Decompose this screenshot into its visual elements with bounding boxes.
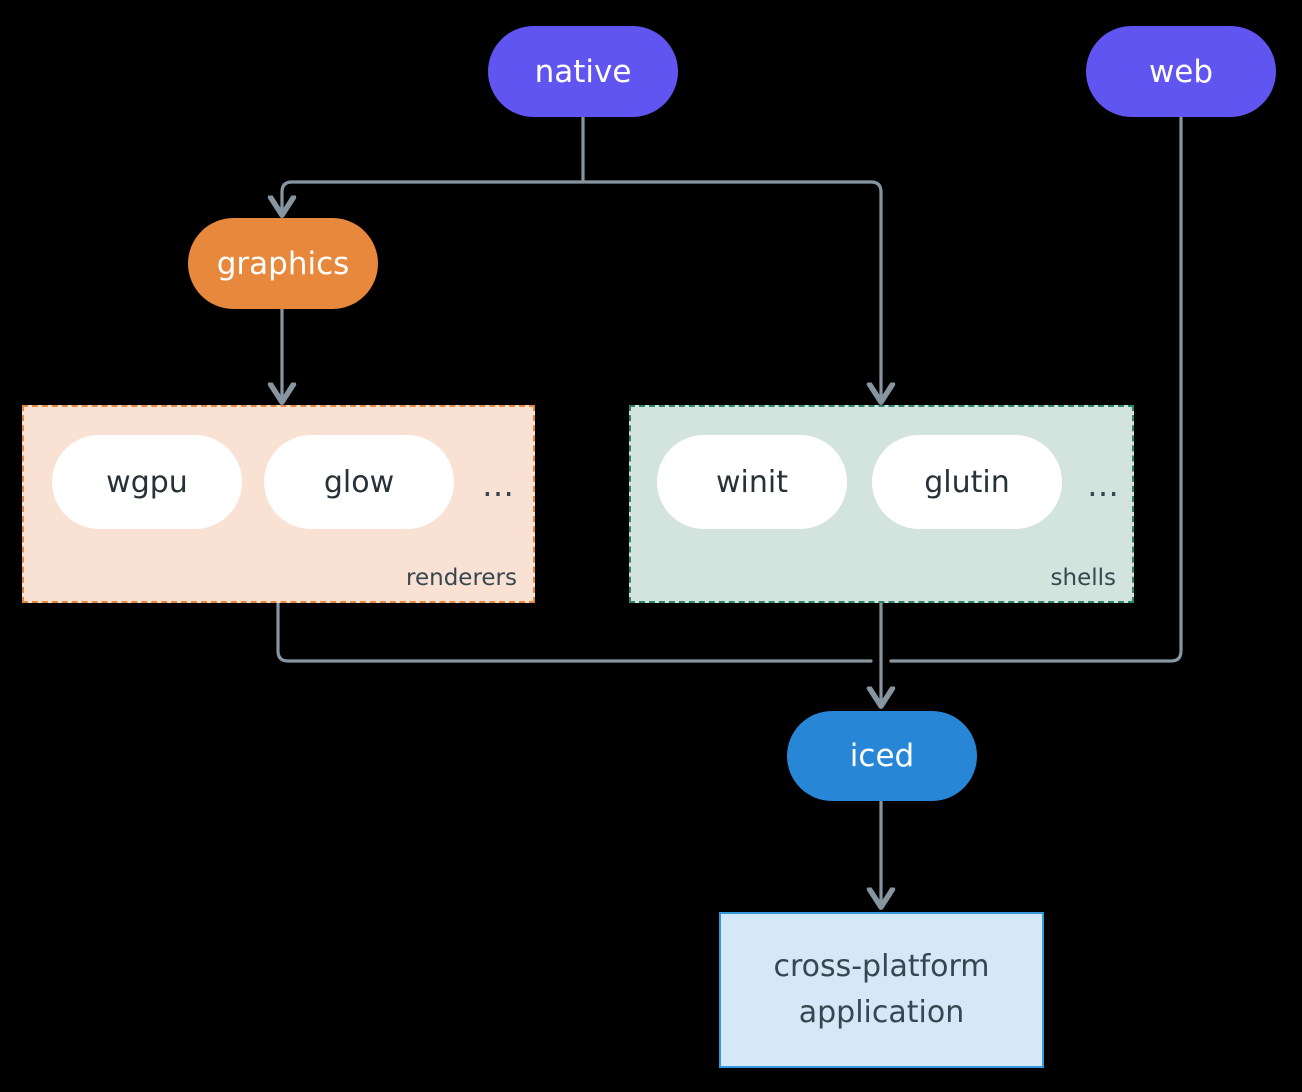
node-native-label: native bbox=[534, 53, 632, 90]
shell-item-winit[interactable]: winit bbox=[657, 435, 847, 529]
shell-item-glutin-label: glutin bbox=[924, 464, 1010, 500]
node-native[interactable]: native bbox=[488, 26, 678, 117]
node-graphics-label: graphics bbox=[216, 245, 350, 282]
renderers-more-ellipsis: … bbox=[482, 466, 514, 504]
cluster-renderers: wgpu glow … renderers bbox=[22, 405, 535, 603]
cluster-shells: winit glutin … shells bbox=[629, 405, 1134, 603]
node-graphics[interactable]: graphics bbox=[188, 218, 378, 309]
node-application[interactable]: cross-platform application bbox=[719, 912, 1044, 1068]
cluster-renderers-label: renderers bbox=[406, 565, 517, 591]
cluster-shells-label: shells bbox=[1050, 565, 1116, 591]
renderer-item-glow-label: glow bbox=[323, 464, 395, 500]
edge-renderers-iced bbox=[276, 601, 873, 663]
shell-item-glutin[interactable]: glutin bbox=[872, 435, 1062, 529]
renderer-item-glow[interactable]: glow bbox=[264, 435, 454, 529]
shell-item-winit-label: winit bbox=[716, 464, 788, 500]
node-web-label: web bbox=[1148, 53, 1214, 90]
node-application-line2: application bbox=[798, 995, 965, 1030]
renderer-item-wgpu[interactable]: wgpu bbox=[52, 435, 242, 529]
node-iced-label: iced bbox=[849, 738, 915, 774]
edge-native-graphics bbox=[282, 180, 585, 212]
node-application-line1: cross-platform bbox=[773, 948, 990, 984]
edge-native-shells bbox=[581, 180, 881, 399]
renderer-item-wgpu-label: wgpu bbox=[106, 464, 188, 500]
shells-more-ellipsis: … bbox=[1087, 466, 1119, 504]
node-iced[interactable]: iced bbox=[787, 711, 977, 801]
node-web[interactable]: web bbox=[1086, 26, 1276, 117]
